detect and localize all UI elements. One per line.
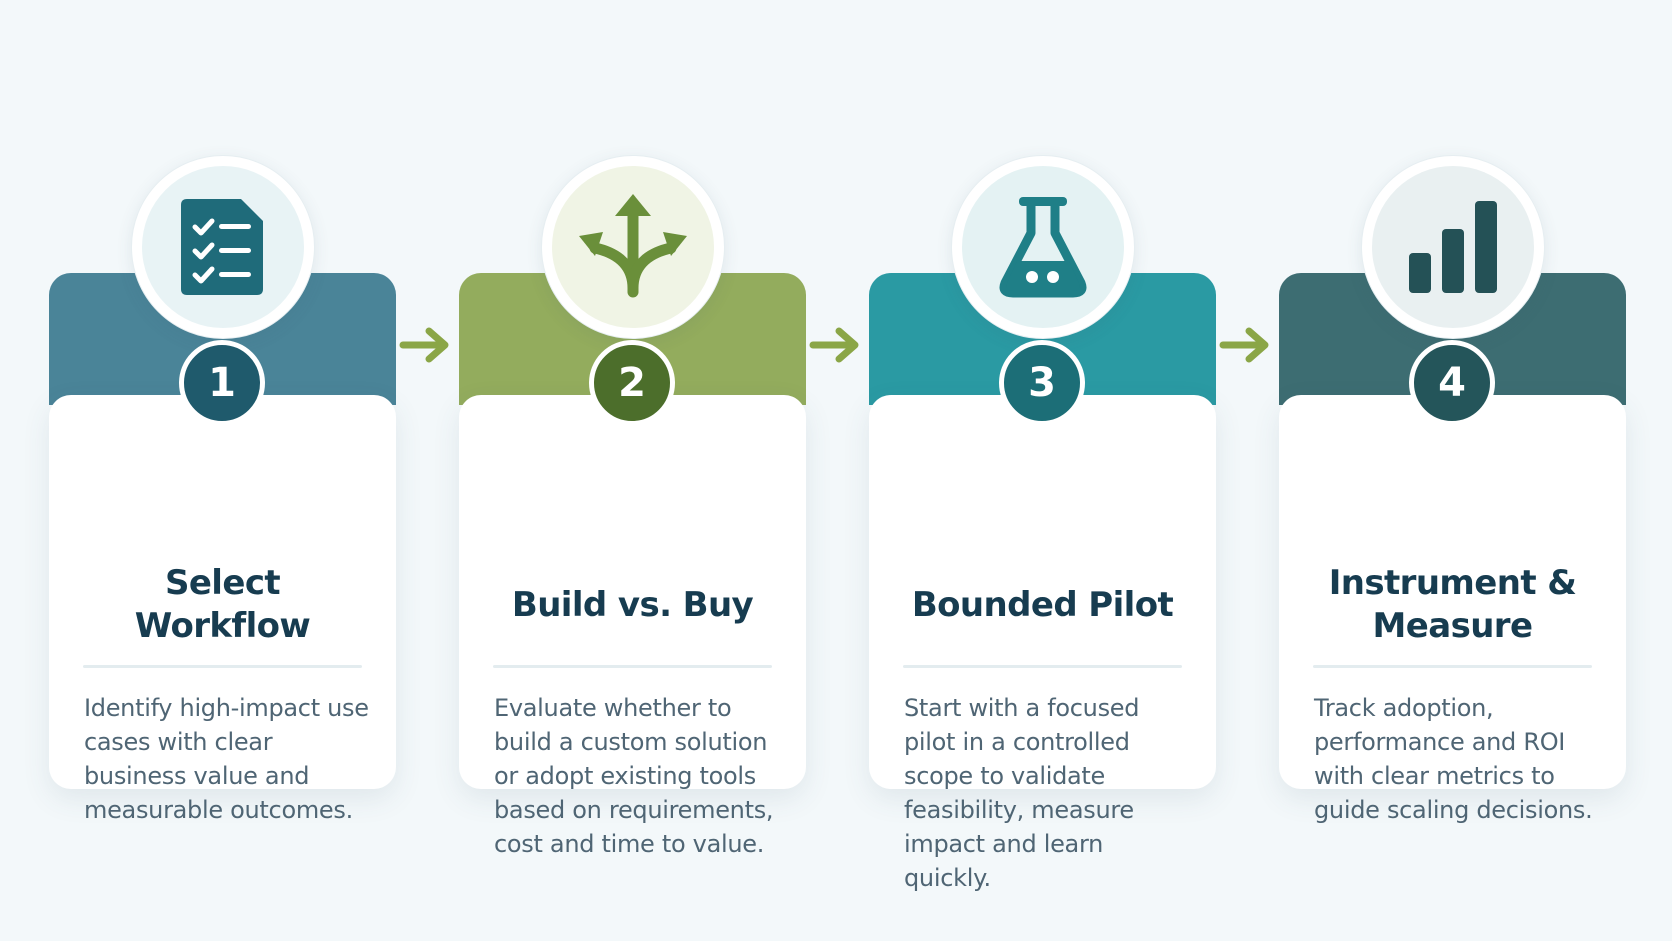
divider bbox=[83, 665, 362, 668]
step-number-badge: 4 bbox=[1409, 340, 1495, 426]
step-title-line2: Workflow bbox=[134, 606, 311, 646]
step-card-instrument-measure: Instrument & Measure Track adoption, per… bbox=[1279, 155, 1626, 824]
step-description: Identify high-impact use cases with clea… bbox=[84, 694, 369, 824]
step-card-select-workflow: Select Workflow Identify high-impact use… bbox=[49, 155, 396, 824]
step-title: Bounded Pilot bbox=[889, 555, 1196, 655]
checklist-icon bbox=[142, 166, 304, 328]
icon-circle bbox=[541, 155, 725, 339]
step-title-line1: Build vs. Buy bbox=[511, 584, 754, 625]
icon-circle bbox=[951, 155, 1135, 339]
card-body: Select Workflow Identify high-impact use… bbox=[49, 395, 396, 824]
step-title: Select Workflow bbox=[69, 555, 376, 655]
step-description: Track adoption, performance and ROI with… bbox=[1314, 694, 1593, 824]
step-card-build-vs-buy: Build vs. Buy Evaluate whether to build … bbox=[459, 155, 806, 858]
divider bbox=[903, 665, 1182, 668]
icon-circle bbox=[131, 155, 315, 339]
card-body: Instrument & Measure Track adoption, per… bbox=[1279, 395, 1626, 824]
step-number-badge: 2 bbox=[589, 340, 675, 426]
step-description: Start with a focused pilot in a controll… bbox=[904, 694, 1140, 892]
divider bbox=[493, 665, 772, 668]
bar-chart-icon bbox=[1372, 166, 1534, 328]
divider bbox=[1313, 665, 1592, 668]
step-title-line1: Instrument & bbox=[1328, 563, 1577, 603]
arrow-right-icon bbox=[399, 325, 455, 365]
step-number-badge: 3 bbox=[999, 340, 1085, 426]
step-description: Evaluate whether to build a custom solut… bbox=[494, 694, 774, 858]
step-title-line2: Measure bbox=[1372, 606, 1534, 646]
arrow-right-icon bbox=[1219, 325, 1275, 365]
step-title: Instrument & Measure bbox=[1299, 555, 1606, 655]
step-number-badge: 1 bbox=[179, 340, 265, 426]
step-card-bounded-pilot: Bounded Pilot Start with a focused pilot… bbox=[869, 155, 1216, 892]
flask-icon bbox=[962, 166, 1124, 328]
arrow-right-icon bbox=[809, 325, 865, 365]
step-title: Build vs. Buy bbox=[479, 555, 786, 655]
step-title-line1: Select bbox=[164, 563, 281, 603]
card-body: Bounded Pilot Start with a focused pilot… bbox=[869, 395, 1216, 892]
step-title-line1: Bounded Pilot bbox=[911, 584, 1174, 625]
branching-arrows-icon bbox=[552, 166, 714, 328]
card-body: Build vs. Buy Evaluate whether to build … bbox=[459, 395, 806, 858]
icon-circle bbox=[1361, 155, 1545, 339]
